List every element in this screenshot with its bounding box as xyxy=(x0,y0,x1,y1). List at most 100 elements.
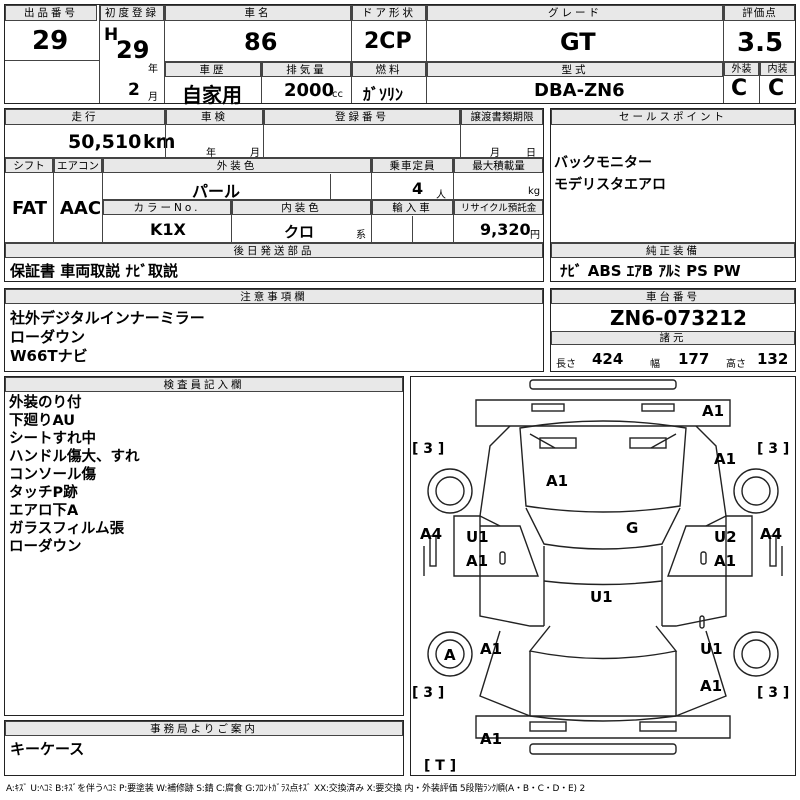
damage-mark: A1 xyxy=(466,552,488,570)
int-color: クロ xyxy=(284,223,315,241)
damage-mark: A4 xyxy=(760,525,782,543)
header-section xyxy=(4,4,796,104)
transfer-month-unit: 月 xyxy=(490,148,500,159)
inspector-line: コンソール傷 xyxy=(9,467,96,483)
tire-mark: [ 3 ] xyxy=(412,441,444,457)
height: 132 xyxy=(757,350,789,368)
damage-mark: U1 xyxy=(590,588,613,606)
damage-mark: A1 xyxy=(546,472,568,490)
chassis-label: 車台番号 xyxy=(551,289,795,304)
damage-mark: U1 xyxy=(466,528,489,546)
reg-month-unit: 月 xyxy=(148,92,158,103)
equipment-label: 純正装備 xyxy=(551,243,795,258)
sales-point-section xyxy=(550,108,796,282)
damage-mark: A xyxy=(444,646,456,664)
damage-diagram-section xyxy=(410,376,796,776)
ext-color-label: 外装色 xyxy=(103,158,371,173)
legend: A:ｷｽﾞ U:ﾍｺﾐ B:ｷｽﾞを伴うﾍｺﾐ P:要塗装 W:補修跡 S:錆 … xyxy=(6,784,585,794)
sales-label: セールスポイント xyxy=(551,109,795,125)
fuel: ｶﾞｿﾘﾝ xyxy=(363,85,404,104)
mileage-label: 走行 xyxy=(5,109,165,125)
spec-label: 諸元 xyxy=(551,331,795,345)
tire-mark: [ T ] xyxy=(424,758,456,774)
damage-mark: U2 xyxy=(714,528,737,546)
shift: FAT xyxy=(12,198,48,219)
transfer-label: 譲渡書類期限 xyxy=(461,109,543,125)
damage-mark: A1 xyxy=(714,450,736,468)
grade: GT xyxy=(560,28,596,56)
score-label: 評価点 xyxy=(724,5,795,21)
grade-label: グレード xyxy=(427,5,723,21)
inspector-label: 検査員記入欄 xyxy=(5,377,403,392)
displacement: 2000 xyxy=(284,80,335,101)
inspection-label: 車検 xyxy=(166,109,263,125)
reg-year-unit: 年 xyxy=(148,64,158,75)
reg-year: 29 xyxy=(116,36,150,64)
damage-mark: G xyxy=(626,519,638,537)
damage-mark: A1 xyxy=(700,677,722,695)
inspector-line: タッチP跡 xyxy=(9,485,78,501)
fuel-label: 燃料 xyxy=(352,62,426,77)
max-load-label: 最大積載量 xyxy=(454,158,543,173)
width: 177 xyxy=(678,350,710,368)
score: 3.5 xyxy=(737,28,784,58)
mileage: 50,510 xyxy=(68,131,142,153)
tire-mark: [ 3 ] xyxy=(757,441,789,457)
inspector-line: 外装のり付 xyxy=(9,395,82,411)
int-color-unit: 系 xyxy=(356,230,366,241)
reg-no-label: 登録番号 xyxy=(264,109,460,125)
tire-mark: [ 3 ] xyxy=(412,685,444,701)
damage-mark: A1 xyxy=(702,402,724,420)
max-load-unit: kg xyxy=(528,186,541,197)
era: H xyxy=(104,25,119,45)
history: 自家用 xyxy=(182,83,242,107)
inspector-line: エアロ下A xyxy=(9,503,79,519)
capacity-unit: 人 xyxy=(436,190,446,201)
notes-section xyxy=(4,288,544,372)
height-label: 高さ xyxy=(726,359,746,370)
car-name-label: 車名 xyxy=(165,5,351,21)
office-note: キーケース xyxy=(10,740,85,758)
inspector-line: ガラスフィルム張 xyxy=(9,521,125,537)
sales-line-1: バックモニター xyxy=(554,155,652,171)
notes-label: 注意事項欄 xyxy=(5,289,543,304)
length-label: 長さ xyxy=(556,359,576,370)
int-color-label: 内装色 xyxy=(232,200,371,215)
int-label: 内装 xyxy=(760,62,795,76)
door-type: 2CP xyxy=(364,29,412,54)
inspector-line: 下廻りAU xyxy=(9,413,76,429)
insp-year-unit: 年 xyxy=(206,148,216,159)
int-grade: C xyxy=(768,76,785,101)
capacity: 4 xyxy=(412,179,424,198)
ac: AAC xyxy=(60,198,102,219)
equipment: ﾅﾋﾞ ABS ｴｱB ｱﾙﾐ PS PW xyxy=(560,262,741,280)
office-label: 事務局よりご案内 xyxy=(5,721,403,736)
inspector-line: ハンドル傷大、すれ xyxy=(9,449,140,465)
ext-label: 外装 xyxy=(724,62,759,76)
color-no-label: カラーNo. xyxy=(103,200,231,215)
transfer-day-unit: 日 xyxy=(526,148,536,159)
chassis-section xyxy=(550,288,796,372)
car-name: 86 xyxy=(244,28,278,56)
door-label: ドア形状 xyxy=(352,5,426,21)
notes-line-3: W66Tナビ xyxy=(10,347,88,365)
displacement-label: 排気量 xyxy=(262,62,351,77)
inspector-line: ローダウン xyxy=(9,539,82,555)
recycle-deposit: 9,320 xyxy=(480,220,531,239)
later-parts-label: 後日発送部品 xyxy=(5,243,543,258)
import-label: 輸入車 xyxy=(372,200,453,215)
model-code: DBA-ZN6 xyxy=(534,80,625,101)
damage-mark: A4 xyxy=(420,525,442,543)
recycle-unit: 円 xyxy=(530,230,540,241)
inspector-line: シートすれ中 xyxy=(9,431,96,447)
damage-mark: A1 xyxy=(480,640,502,658)
sales-line-2: モデリスタエアロ xyxy=(554,177,666,193)
damage-mark: A1 xyxy=(480,730,502,748)
lot-number: 29 xyxy=(32,26,69,56)
model-label: 型式 xyxy=(427,62,723,77)
car-damage-diagram: A1 A1 A1 A4 U1 A1 G U2 A1 A4 U1 A A1 U1 … xyxy=(412,379,789,774)
vehicle-info-section xyxy=(4,108,544,282)
recycle-label: リサイクル預託金 xyxy=(454,200,543,215)
ext-color: パール xyxy=(192,182,241,201)
office-section xyxy=(4,720,404,776)
